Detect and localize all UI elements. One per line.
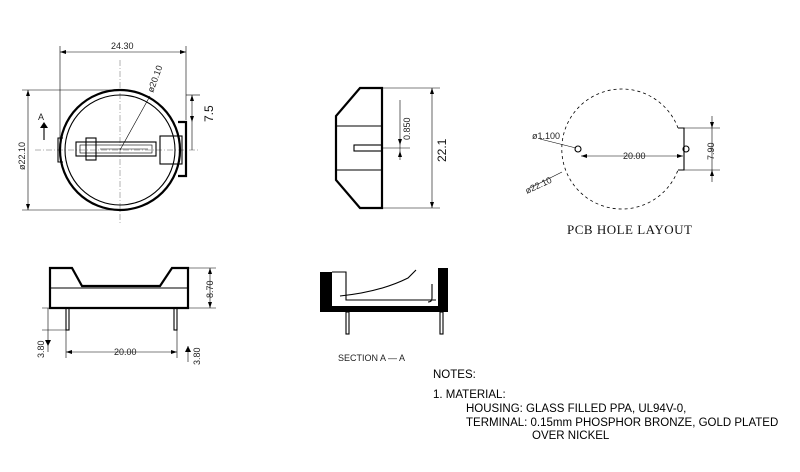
top-view: A 24.30 ø20.10 ø22.10 7.5 bbox=[17, 41, 216, 225]
section-spring bbox=[339, 269, 417, 297]
arrow-offset-bot bbox=[190, 116, 194, 122]
side-pin bbox=[353, 144, 383, 152]
dim-side-height-label: 22.1 bbox=[435, 138, 449, 162]
dim-circle-label: ø22.10 bbox=[524, 175, 554, 196]
notes-terminal: TERMINAL: 0.15mm PHOSPHOR BRONZE, GOLD P… bbox=[466, 417, 778, 429]
dim-height-label: ø22.10 bbox=[17, 142, 27, 170]
pcb-outline-circle bbox=[561, 88, 679, 210]
dim-pin-right-label: 3.80 bbox=[192, 347, 202, 365]
leader-hole bbox=[539, 138, 577, 149]
notes-terminal-cont: OVER NICKEL bbox=[532, 430, 610, 442]
dim-radius-label: ø20.10 bbox=[145, 64, 164, 94]
front-body bbox=[48, 266, 190, 310]
arrow-side-top bbox=[430, 88, 434, 94]
arrow-gap-bot bbox=[398, 151, 402, 157]
dim-front-height-label: 8.70 bbox=[205, 280, 215, 298]
dim-gap-label: 0.850 bbox=[402, 117, 412, 140]
pcb-hole-right bbox=[682, 145, 690, 153]
arrow-top bbox=[26, 90, 30, 96]
front-pin-right bbox=[173, 307, 178, 331]
arrow-left bbox=[60, 50, 66, 54]
side-body bbox=[334, 86, 384, 210]
leader-circle bbox=[529, 171, 563, 189]
terminal-contact bbox=[75, 141, 157, 157]
dim-pin-left-label: 3.80 bbox=[36, 340, 46, 358]
arrow-right bbox=[180, 50, 186, 54]
arrow-bottom bbox=[26, 204, 30, 210]
pcb-hole-left bbox=[574, 145, 582, 153]
arrow-offset-top bbox=[190, 95, 194, 101]
holder-left-tab bbox=[57, 137, 63, 163]
notes-heading: NOTES: bbox=[433, 369, 476, 381]
terminal-base bbox=[85, 137, 97, 161]
dim-pitch-label: 20.00 bbox=[623, 151, 646, 161]
terminal-inner bbox=[79, 144, 153, 154]
dim-hole-label: ø1.100 bbox=[532, 131, 560, 141]
arrow-side-bot bbox=[430, 202, 434, 208]
holder-right-flange bbox=[178, 120, 188, 178]
arrow-fp-l bbox=[66, 350, 72, 354]
pcb-notch bbox=[678, 127, 685, 171]
dim-line-radius bbox=[119, 95, 151, 151]
section-wall-right bbox=[438, 268, 448, 312]
notes-housing: HOUSING: GLASS FILLED PPA, UL94V-0, bbox=[466, 403, 686, 415]
arrow-pitch-l bbox=[581, 154, 587, 158]
arrow-fp-r bbox=[171, 350, 177, 354]
arrow-pitch-r bbox=[677, 154, 683, 158]
dim-offset-label: 7.5 bbox=[202, 105, 216, 122]
front-pin-left bbox=[65, 307, 70, 331]
section-arrow bbox=[40, 122, 48, 128]
side-view: 0.850 22.1 bbox=[334, 86, 449, 210]
section-label: SECTION A — A bbox=[338, 353, 405, 363]
section-wall-left bbox=[320, 272, 332, 306]
arrow-pin-left bbox=[45, 340, 51, 346]
section-cavity bbox=[332, 271, 436, 301]
front-view: 8.70 3.80 20.00 3.80 bbox=[36, 266, 216, 365]
pcb-hole-layout: ø1.100 20.00 7.90 ø22.10 PCB HOLE LAYOUT bbox=[524, 88, 720, 237]
section-mark-label: A bbox=[38, 112, 44, 122]
arrow-gap-top bbox=[398, 139, 402, 145]
section-base bbox=[320, 306, 448, 312]
section-pin-right bbox=[439, 311, 444, 335]
arrow-notch-top bbox=[710, 122, 714, 128]
dim-notch-label: 7.90 bbox=[706, 142, 716, 160]
pcb-layout-title: PCB HOLE LAYOUT bbox=[567, 222, 692, 237]
dim-width-label: 24.30 bbox=[111, 41, 134, 51]
dim-front-pitch-label: 20.00 bbox=[114, 347, 137, 357]
arrow-fh-top bbox=[208, 268, 212, 274]
arrow-notch-bot bbox=[710, 170, 714, 176]
holder-inner-ring bbox=[64, 94, 176, 206]
section-hook bbox=[427, 284, 433, 303]
arrow-fh-bot bbox=[208, 302, 212, 308]
notes-block: NOTES: 1. MATERIAL: HOUSING: GLASS FILLE… bbox=[433, 369, 778, 442]
section-view: SECTION A — A bbox=[320, 268, 448, 363]
section-pin-left bbox=[345, 311, 350, 335]
holder-latch bbox=[159, 135, 183, 165]
notes-item-1: 1. MATERIAL: bbox=[433, 389, 506, 401]
arrow-pin-right bbox=[185, 346, 191, 352]
